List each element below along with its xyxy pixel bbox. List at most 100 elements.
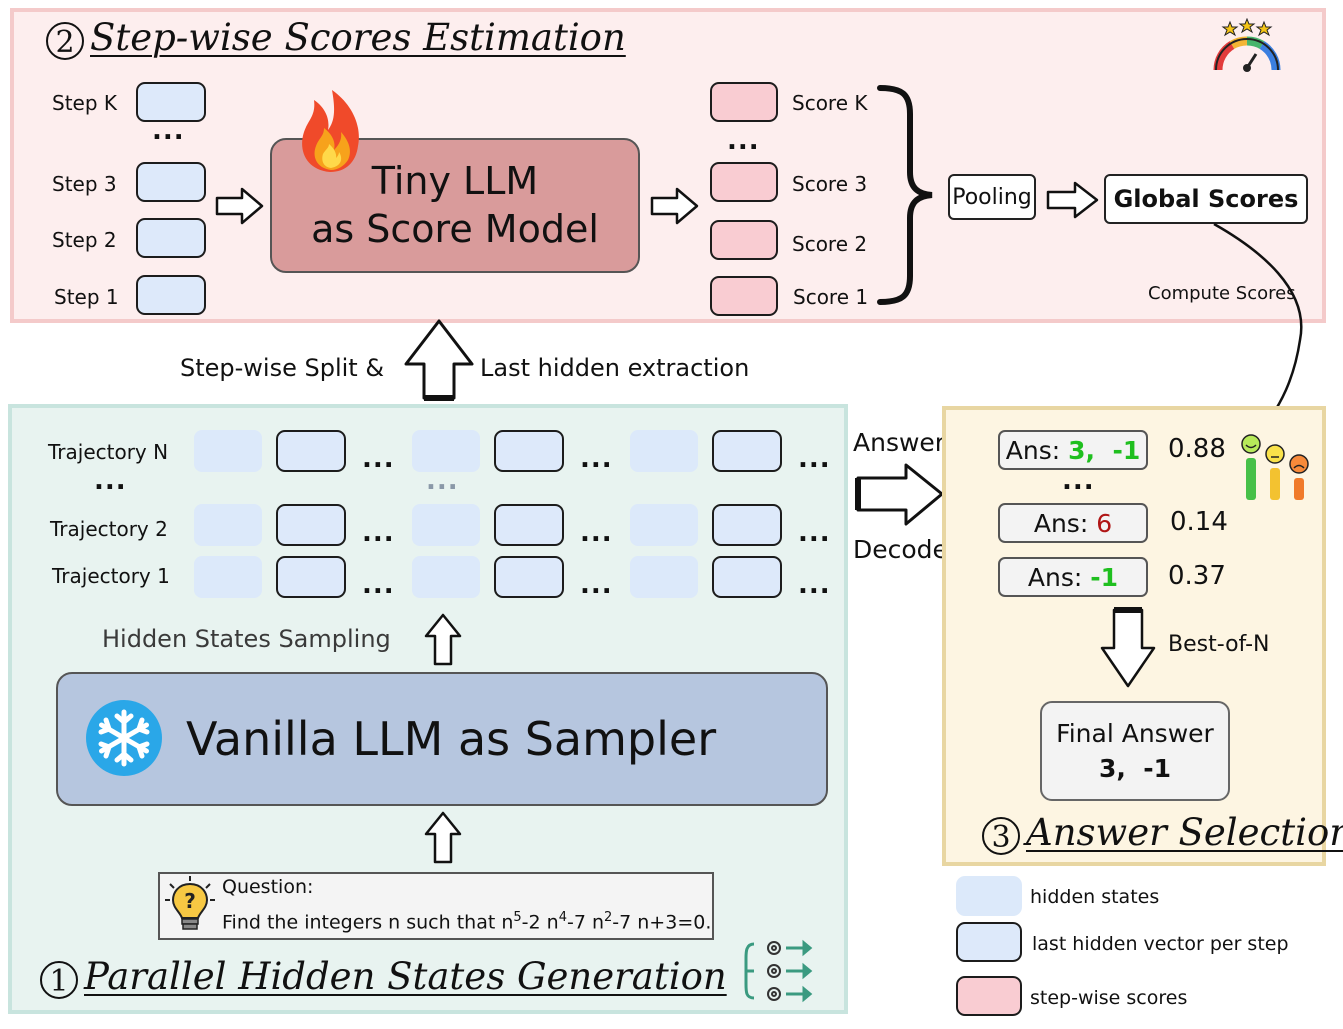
answer-score: 0.14 — [1170, 507, 1228, 537]
hidden-state — [412, 556, 480, 598]
final-answer-box: Final Answer 3, -1 — [1040, 701, 1230, 801]
step-label-1: Step 1 — [54, 285, 119, 309]
score-3-box — [710, 162, 778, 202]
arrow-up-icon — [424, 811, 462, 864]
legend-label-last-hidden: last hidden vector per step — [1032, 933, 1289, 955]
score-2-box — [710, 220, 778, 260]
arrow-right-icon — [1046, 181, 1099, 219]
arrow-right-icon — [650, 187, 699, 225]
step-3-vector — [136, 162, 206, 202]
pooling-box: Pooling — [948, 174, 1036, 220]
score-k-box — [710, 82, 778, 122]
last-hidden-vector — [494, 556, 564, 598]
final-answer-title: Final Answer — [1056, 719, 1214, 748]
row-ellipsis: ... — [798, 444, 831, 474]
snowflake-icon — [86, 700, 162, 776]
step-label-k: Step K — [52, 91, 118, 115]
legend-swatch-hidden-states — [956, 876, 1022, 916]
step-k-vector — [136, 82, 206, 122]
answer-dots: ... — [1062, 466, 1095, 496]
fire-icon — [302, 90, 359, 172]
question-label: Question: — [222, 876, 314, 898]
workflow-gears-icon — [744, 939, 813, 1003]
trajectory-dots: ... — [94, 466, 127, 496]
last-hidden-vector — [276, 504, 346, 546]
legend-swatch-scores — [956, 976, 1022, 1016]
score-estimation-panel — [10, 8, 1326, 323]
arrow-up-icon — [404, 319, 474, 401]
question-box — [158, 872, 714, 940]
row-ellipsis: ... — [580, 518, 613, 548]
step-dots: ... — [152, 116, 185, 146]
score-label-1: Score 1 — [793, 285, 869, 309]
hidden-state — [194, 504, 262, 546]
answer-score: 0.88 — [1168, 434, 1226, 464]
answer-box: Ans: 6 — [998, 503, 1148, 543]
gauge-icon — [1213, 18, 1281, 72]
lightbulb-icon: ? — [165, 876, 215, 930]
trajectory-1-label: Trajectory 1 — [52, 564, 170, 588]
answer-score: 0.37 — [1168, 561, 1226, 591]
score-dots: ... — [727, 126, 760, 156]
question-text: Find the integers n such that n5-2 n4-7 … — [222, 910, 712, 934]
row-ellipsis: ... — [580, 570, 613, 600]
score-model-line2: as Score Model — [311, 206, 599, 251]
arrow-up-icon — [424, 613, 462, 666]
sampler-label: Vanilla LLM as Sampler — [186, 712, 717, 766]
legend-label-hidden-states: hidden states — [1030, 886, 1160, 908]
step-1-vector — [136, 275, 206, 315]
trajectory-2-label: Trajectory 2 — [50, 517, 168, 541]
last-hidden-label: Last hidden extraction — [480, 354, 750, 382]
hidden-state — [630, 556, 698, 598]
hidden-state — [630, 430, 698, 472]
final-answer-value: 3, -1 — [1098, 754, 1172, 783]
hidden-state — [194, 430, 262, 472]
row-ellipsis: ... — [362, 444, 395, 474]
sampler-box: Vanilla LLM as Sampler — [56, 672, 828, 806]
last-hidden-vector — [276, 430, 346, 472]
score-label-2: Score 2 — [792, 232, 868, 256]
row-ellipsis: ... — [798, 518, 831, 548]
legend-label-scores: step-wise scores — [1030, 987, 1188, 1009]
answer-box: Ans: 3, -1 — [998, 430, 1148, 470]
answer-decode-bottom: Decode — [853, 535, 948, 564]
svg-text:?: ? — [184, 889, 196, 913]
score-label-3: Score 3 — [792, 172, 868, 196]
curly-brace — [877, 85, 933, 305]
score-1-box — [710, 276, 778, 316]
arrow-right-icon — [215, 187, 264, 225]
trajectory-n-label: Trajectory N — [48, 440, 169, 464]
row-ellipsis: ... — [798, 570, 831, 600]
answer-box: Ans: -1 — [998, 557, 1148, 597]
hidden-state — [194, 556, 262, 598]
step-2-vector — [136, 218, 206, 258]
score-label-k: Score K — [792, 91, 868, 115]
row-ellipsis: ... — [362, 570, 395, 600]
last-hidden-vector — [494, 504, 564, 546]
best-of-n-label: Best-of-N — [1168, 632, 1270, 657]
sampling-label: Hidden States Sampling — [102, 625, 391, 653]
compute-scores-label: Compute Scores — [1148, 283, 1296, 304]
last-hidden-vector — [712, 504, 782, 546]
score-model-line1: Tiny LLM — [371, 159, 539, 203]
last-hidden-vector — [494, 430, 564, 472]
rating-bars-icon — [1241, 434, 1309, 500]
row-ellipsis: ... — [580, 444, 613, 474]
hidden-state — [412, 430, 480, 472]
last-hidden-vector — [712, 430, 782, 472]
arrow-right-icon — [855, 463, 944, 526]
last-hidden-vector — [712, 556, 782, 598]
step-label-3: Step 3 — [52, 172, 117, 196]
global-scores-box: Global Scores — [1104, 174, 1308, 224]
middle-dots: ... — [426, 466, 459, 496]
step-label-2: Step 2 — [52, 228, 117, 252]
split-label: Step-wise Split & — [180, 354, 385, 382]
row-ellipsis: ... — [362, 518, 395, 548]
arrow-down-icon — [1100, 607, 1156, 688]
hidden-state — [630, 504, 698, 546]
last-hidden-vector — [276, 556, 346, 598]
legend-swatch-last-hidden — [956, 922, 1022, 962]
answer-decode-top: Answer — [853, 428, 946, 457]
